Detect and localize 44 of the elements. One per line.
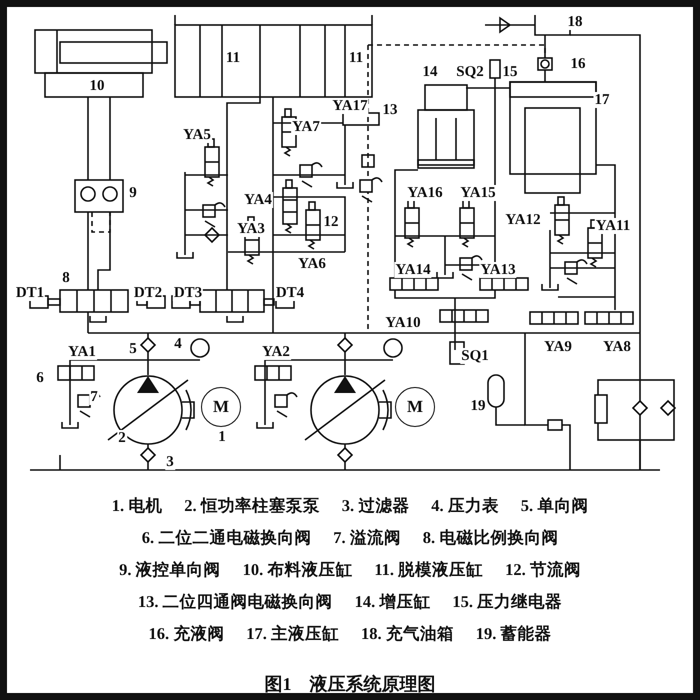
legend-text: 10. 布料液压缸 [242, 559, 352, 581]
callout-number: SQ2 [455, 64, 485, 80]
legend-text: 14. 增压缸 [354, 591, 430, 613]
callout-number: YA3 [236, 221, 266, 237]
legend-text: 18. 充气油箱 [361, 623, 454, 645]
legend-text: 6. 二位二通电磁换向阀 [142, 527, 312, 549]
legend-text: 2. 恒功率柱塞泵泵 [184, 495, 320, 517]
callout-number: DT4 [274, 285, 306, 301]
callout-number: YA7 [291, 119, 321, 135]
legend-text: 15. 压力继电器 [452, 591, 562, 613]
callout-number: YA11 [594, 218, 632, 234]
legend-text: 11. 脱模液压缸 [374, 559, 484, 581]
callout-number: YA1 [67, 344, 97, 360]
legend-text: 9. 液控单向阀 [119, 559, 221, 581]
callout-number: YA14 [394, 262, 432, 278]
legend-text: 8. 电磁比例换向阀 [422, 527, 558, 549]
callout-number: YA2 [261, 344, 291, 360]
callout-number: YA15 [459, 185, 497, 201]
legend-text: 4. 压力表 [431, 495, 499, 517]
legend-text: 5. 单向阀 [520, 495, 588, 517]
callout-number: YA16 [406, 185, 444, 201]
callout-number: 3 [165, 454, 175, 470]
legend-text: 12. 节流阀 [505, 559, 581, 581]
legend-text: 16. 充液阀 [148, 623, 224, 645]
callout-number: YA13 [479, 262, 517, 278]
callout-number: DT2 [132, 285, 164, 301]
legend-text: 1. 电机 [112, 495, 162, 517]
callout-number: YA4 [243, 192, 273, 208]
figure-caption: 图1 液压系统原理图 [264, 674, 436, 694]
callout-number: DT1 [14, 285, 46, 301]
legend-text: 7. 溢流阀 [333, 527, 401, 549]
legend-text: 13. 二位四通阀电磁换向阀 [138, 591, 333, 613]
callout-number: SQ1 [460, 348, 490, 364]
legend-text: 3. 过滤器 [342, 495, 410, 517]
motor-symbol: M [201, 387, 241, 427]
callout-number: 17 [594, 92, 610, 108]
callout-number: 18 [566, 14, 584, 30]
callout-number: YA17 [331, 98, 369, 114]
callout-number: 7 [89, 389, 99, 405]
callout-number: DT3 [172, 285, 204, 301]
legend-text: 19. 蓄能器 [476, 623, 552, 645]
motor-symbol: M [395, 387, 435, 427]
legend-text: 17. 主液压缸 [246, 623, 339, 645]
callout-number: YA5 [182, 127, 212, 143]
